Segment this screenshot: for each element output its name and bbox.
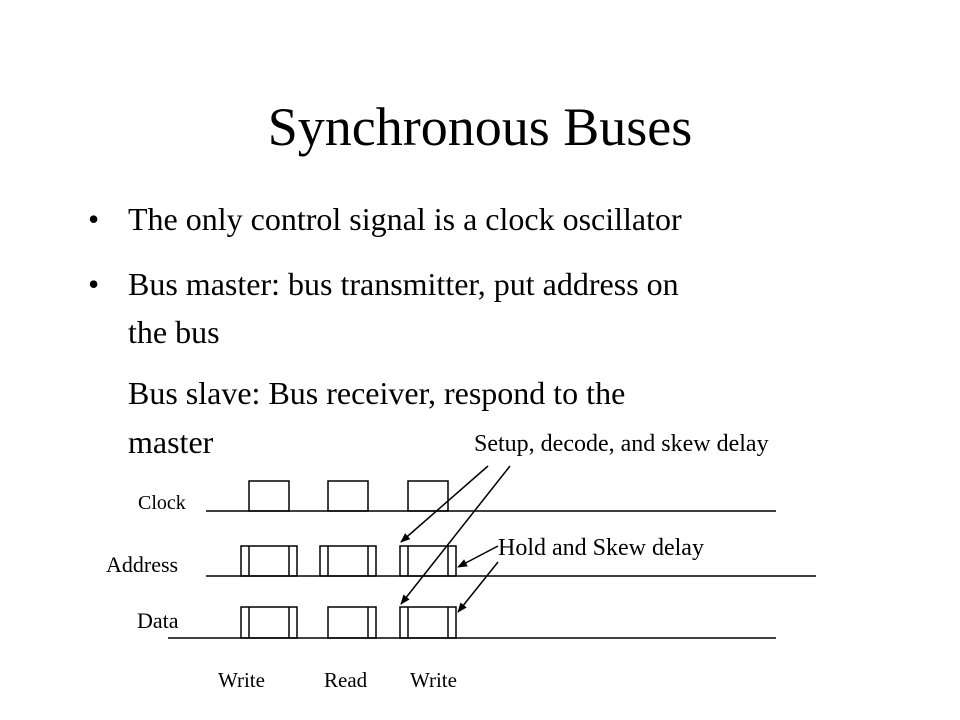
annotation-arrows — [400, 465, 511, 613]
clock-waveform — [206, 480, 776, 512]
clock-pulse — [248, 480, 290, 512]
clock-pulse — [407, 480, 449, 512]
setup-arrow-address — [400, 465, 489, 543]
setup-delay-annotation: Setup, decode, and skew delay — [474, 431, 769, 457]
address-valid-window — [319, 545, 377, 577]
data-valid-window — [240, 606, 298, 639]
address-valid-window — [399, 545, 457, 577]
cycle-label: Write — [410, 668, 457, 692]
hold-arrow-address — [457, 545, 499, 568]
bullet-text: Bus master: bus transmitter, put address… — [128, 266, 679, 302]
cycle-label: Write — [218, 668, 265, 692]
setup-arrow-data — [400, 465, 511, 605]
cycle-label: Read — [324, 668, 368, 692]
hold-arrow-data — [457, 561, 499, 613]
address-label: Address — [106, 552, 179, 577]
hold-delay-annotation: Hold and Skew delay — [498, 535, 704, 561]
clock-pulse — [327, 480, 369, 512]
clock-label: Clock — [138, 492, 186, 514]
data-waveform — [168, 606, 776, 639]
address-waveform — [206, 545, 816, 577]
bullet-text: The only control signal is a clock oscil… — [128, 201, 682, 237]
bullet-marker: • — [88, 201, 100, 237]
bullet-text-continued: master — [128, 424, 214, 460]
data-valid-window — [399, 606, 457, 639]
bullet-text-continued: the bus — [128, 314, 220, 350]
data-label: Data — [137, 608, 179, 633]
bullet-text: Bus slave: Bus receiver, respond to the — [128, 375, 626, 411]
bullet-marker: • — [88, 266, 100, 302]
slide-title: Synchronous Buses — [267, 97, 693, 157]
data-valid-window — [327, 606, 377, 639]
address-valid-window — [240, 545, 298, 577]
